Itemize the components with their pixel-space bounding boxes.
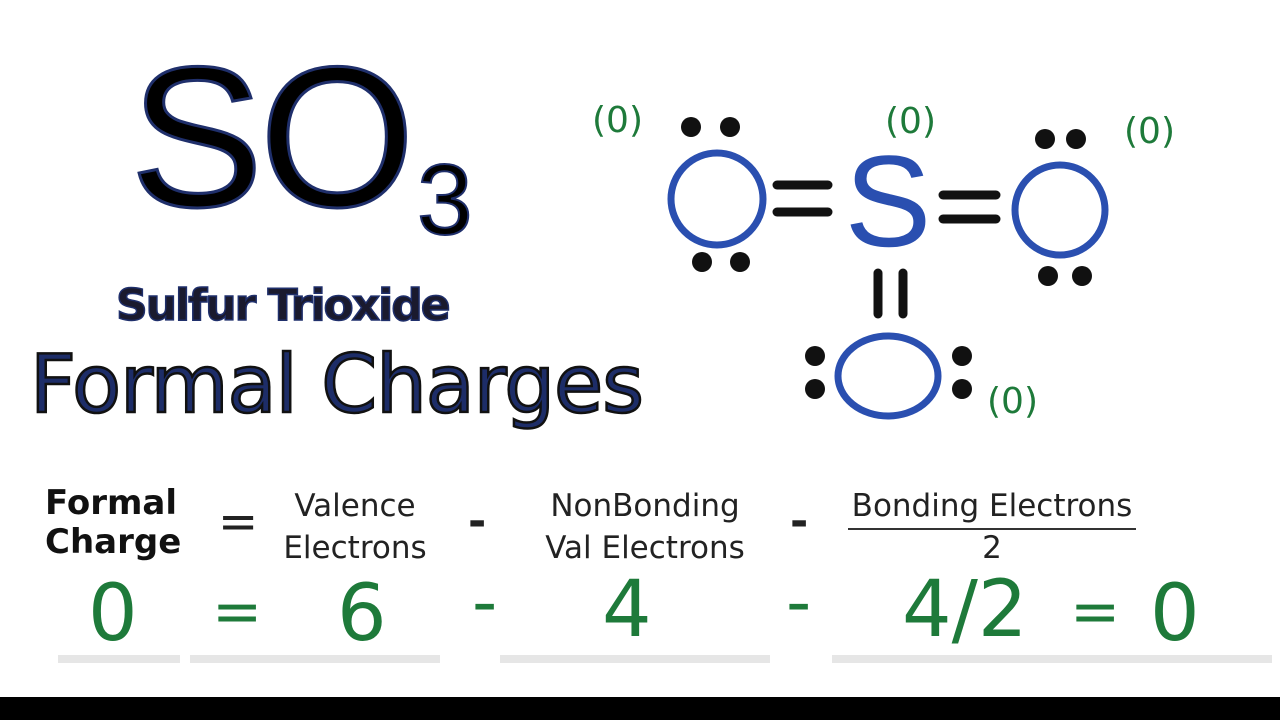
footer-line-2 [190,655,440,663]
calculation-row: 0 = 6 - 4 - 4/2 = 0 [88,561,1200,659]
nonbonding-line2: Val Electrons [545,529,745,566]
calc-equals: = [212,577,262,647]
oxygen-atoms [667,149,1109,420]
sulfur-atom: S [845,128,932,274]
calc-final: 0 [1150,569,1200,659]
charge-left: (0) [592,100,643,141]
formula-equals: = [218,494,259,550]
calc-nonbonding: 4 [602,565,652,655]
formula-minus-2: - [790,496,809,547]
page-title: Formal Charges [29,337,645,433]
formula-heading: SO3 [129,36,474,251]
valence-line1: Valence [294,488,416,524]
calc-result: 0 [88,569,138,659]
lewis-structure-diagram: S (0) (0) (0) (0) 0 = 6 - 4 - 4/2 = 0 [88,100,1200,659]
fraction-bar [848,528,1136,530]
nonbonding-term: NonBonding Val Electrons [535,486,755,570]
formula-subscript: 3 [416,144,474,256]
formula-main-text: SO [129,26,417,249]
calc-minus-2: - [786,561,811,643]
bonding-denominator: 2 [982,529,1002,566]
calc-minus-1: - [472,561,497,643]
footer-line-1 [58,655,180,663]
valence-line2: Electrons [283,529,427,566]
lone-pair-dots [681,117,1092,399]
calc-bonding-fraction: 4/2 [902,565,1028,655]
charge-center: (0) [885,101,936,142]
bonding-numerator: Bonding Electrons [851,488,1133,524]
formula-label-line2: Charge [45,522,182,563]
calc-valence: 6 [337,569,387,659]
charge-bottom: (0) [987,381,1038,422]
formula-minus-1: - [468,496,487,547]
bonding-term: Bonding Electrons 2 [842,486,1142,570]
footer-line-4 [832,655,1272,663]
charge-annotations: (0) (0) (0) (0) [592,100,1175,422]
slide-canvas: SO3 Sulfur Trioxide Formal Charges Forma… [0,0,1280,697]
calc-equals-2: = [1070,577,1120,647]
charge-right: (0) [1124,111,1175,152]
subtitle: Sulfur Trioxide [115,279,451,332]
valence-term: Valence Electrons [280,486,430,570]
bond-lines [772,180,1001,319]
formula-label: Formal Charge [45,483,182,563]
formula-label-line1: Formal [45,483,177,523]
nonbonding-line1: NonBonding [550,488,740,524]
footer-line-3 [500,655,770,663]
